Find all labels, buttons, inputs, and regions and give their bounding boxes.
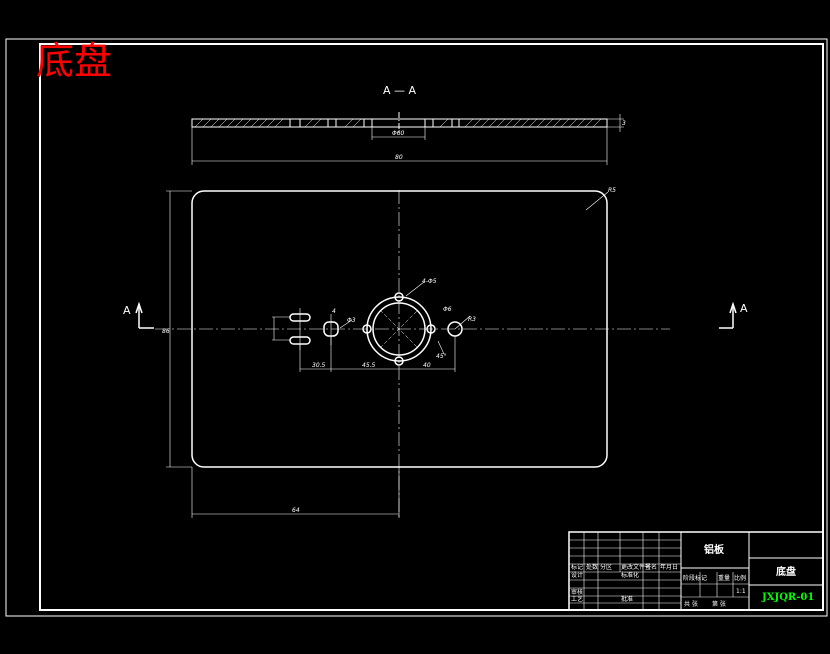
tb-scale-value: 1:1 xyxy=(736,588,746,595)
tb-label-approve: 批准 xyxy=(621,595,633,603)
section-hatching xyxy=(194,118,602,128)
leader-lines xyxy=(299,191,609,372)
tb-label-review: 审核 xyxy=(571,588,583,596)
dim-section-inner: Φ60 xyxy=(392,130,405,137)
tb-drawing-number: JXJQR-01 xyxy=(761,592,814,603)
tb-label-standard: 标准化 xyxy=(621,571,639,579)
dim-radius-r3: R3 xyxy=(468,316,476,323)
tb-part-name: 底盘 xyxy=(776,565,796,578)
dim-section-overall: 80 xyxy=(395,154,403,161)
section-marker-right-symbol xyxy=(719,301,737,329)
center-lines xyxy=(155,190,670,520)
dim-section-thickness: 3 xyxy=(622,120,626,127)
plan-dimension-lines xyxy=(166,190,400,518)
tb-label-total-sheets: 共 张 xyxy=(684,600,698,608)
section-label: A — A xyxy=(383,84,417,97)
tb-label-date: 年月日 xyxy=(660,563,678,571)
dim-plan-half-width: 64 xyxy=(292,507,300,514)
tb-label-weight: 重量 xyxy=(718,574,730,582)
inner-frame xyxy=(39,43,824,611)
bore-cross-lines xyxy=(379,309,419,349)
dim-angle: 45° xyxy=(436,353,447,360)
tb-label-mark: 标记 xyxy=(571,563,583,571)
section-marker-right: A xyxy=(740,302,748,315)
tb-label-design: 设计 xyxy=(571,571,583,579)
dim-bolt-circle: 4-Φ5 xyxy=(422,278,437,285)
dim-hole-mid: Φ6 xyxy=(443,306,452,313)
section-marker-left-symbol xyxy=(135,301,154,329)
dim-spacing-b: 45.5 xyxy=(362,362,376,369)
section-marker-left: A xyxy=(123,304,131,317)
tb-material: 铝板 xyxy=(704,543,725,556)
dim-plan-height: 86 xyxy=(162,328,170,335)
tb-label-sheet-no: 第 张 xyxy=(712,600,726,608)
tb-label-stage: 阶段标记 xyxy=(683,574,707,582)
title-block xyxy=(568,531,824,611)
dim-slot-width: 4 xyxy=(332,308,336,315)
tb-label-change: 更改文件号 xyxy=(621,563,651,571)
outer-frame xyxy=(5,38,828,617)
tb-label-scale: 比例 xyxy=(734,574,746,582)
dim-hole-small: Φ3 xyxy=(347,317,356,324)
tb-label-process: 工艺 xyxy=(571,595,583,603)
tb-label-zone: 分区 xyxy=(600,563,612,571)
tb-label-sign: 签名 xyxy=(645,563,657,571)
section-view xyxy=(191,112,624,165)
central-bore xyxy=(362,292,436,366)
dim-spacing-c: 40 xyxy=(423,362,431,369)
tb-label-count: 处数 xyxy=(586,563,598,571)
dim-corner-radius: R5 xyxy=(608,187,616,194)
dim-spacing-a: 30.5 xyxy=(312,362,326,369)
drawing-title: 底盘 xyxy=(36,39,112,83)
